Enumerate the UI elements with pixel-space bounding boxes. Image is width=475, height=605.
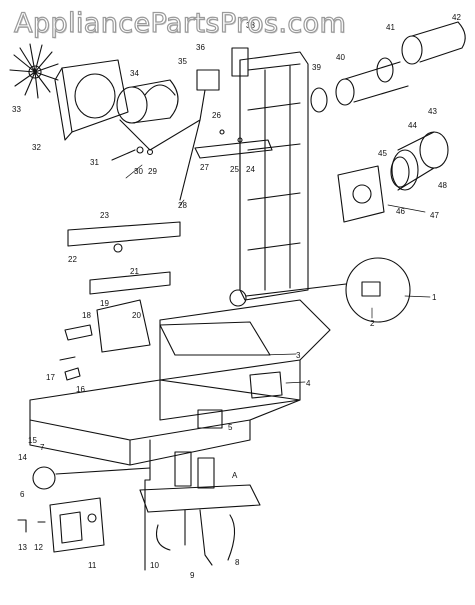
callout-34: 34 bbox=[130, 69, 139, 78]
callout-43: 43 bbox=[428, 107, 437, 116]
callout-33: 33 bbox=[12, 105, 21, 114]
callout-46: 46 bbox=[396, 207, 405, 216]
callout-A: A bbox=[232, 471, 238, 480]
callout-30: 30 bbox=[134, 167, 143, 176]
callout-21: 21 bbox=[130, 267, 139, 276]
callout-4: 4 bbox=[306, 379, 311, 388]
shelf-bracket bbox=[194, 129, 273, 159]
callout-18: 18 bbox=[82, 311, 91, 320]
callout-39: 39 bbox=[312, 63, 321, 72]
callout-11: 11 bbox=[88, 561, 97, 570]
callout-24: 24 bbox=[246, 165, 255, 174]
callout-23: 23 bbox=[100, 211, 109, 220]
callout-16: 16 bbox=[76, 385, 85, 394]
callout-10: 10 bbox=[150, 561, 159, 570]
vent-cap-assembly bbox=[337, 131, 449, 223]
callout-labels: 1 2 3 4 5 6 7 8 9 10 11 12 13 14 15 16 1… bbox=[12, 13, 461, 580]
callout-27: 27 bbox=[200, 163, 209, 172]
callout-8: 8 bbox=[235, 558, 240, 567]
callout-12: 12 bbox=[34, 543, 43, 552]
callout-5: 5 bbox=[228, 423, 233, 432]
control-box bbox=[179, 47, 249, 201]
callout-28: 28 bbox=[178, 201, 187, 210]
callout-44: 44 bbox=[408, 121, 417, 130]
callout-7: 7 bbox=[40, 443, 45, 452]
mounting-hardware bbox=[111, 146, 154, 161]
watermark-text: AppliancePartsPros.com bbox=[13, 7, 347, 39]
callout-14: 14 bbox=[18, 453, 27, 462]
control-module bbox=[49, 497, 105, 553]
blower-housing bbox=[54, 59, 129, 141]
callout-47: 47 bbox=[430, 211, 439, 220]
callout-40: 40 bbox=[336, 53, 345, 62]
callout-1: 1 bbox=[432, 293, 437, 302]
callout-41: 41 bbox=[386, 23, 395, 32]
callout-13: 13 bbox=[18, 543, 27, 552]
callout-20: 20 bbox=[132, 311, 141, 320]
pilot-parts bbox=[59, 324, 93, 381]
detail-bubble-6 bbox=[17, 466, 151, 533]
side-bracket bbox=[197, 371, 283, 429]
detail-inset bbox=[229, 257, 411, 323]
callout-15: 15 bbox=[28, 436, 37, 445]
flue-pipe-assembly bbox=[310, 21, 466, 113]
callout-9: 9 bbox=[190, 571, 195, 580]
callout-32: 32 bbox=[32, 143, 41, 152]
callout-42: 42 bbox=[452, 13, 461, 22]
callout-29: 29 bbox=[148, 167, 157, 176]
callout-38: 38 bbox=[246, 21, 255, 30]
callout-26: 26 bbox=[212, 111, 221, 120]
callout-6: 6 bbox=[20, 490, 25, 499]
callout-25: 25 bbox=[230, 165, 239, 174]
gas-valve-assembly bbox=[139, 439, 261, 571]
callout-31: 31 bbox=[90, 158, 99, 167]
callout-19: 19 bbox=[100, 299, 109, 308]
callout-48: 48 bbox=[438, 181, 447, 190]
callout-22: 22 bbox=[68, 255, 77, 264]
callout-2: 2 bbox=[370, 319, 375, 328]
callout-3: 3 bbox=[296, 351, 301, 360]
callout-45: 45 bbox=[378, 149, 387, 158]
blower-motor bbox=[116, 79, 201, 151]
leader-lines bbox=[125, 164, 431, 384]
callout-17: 17 bbox=[46, 373, 55, 382]
blower-fan-wheel bbox=[9, 43, 59, 99]
callout-36: 36 bbox=[196, 43, 205, 52]
callout-35: 35 bbox=[178, 57, 187, 66]
